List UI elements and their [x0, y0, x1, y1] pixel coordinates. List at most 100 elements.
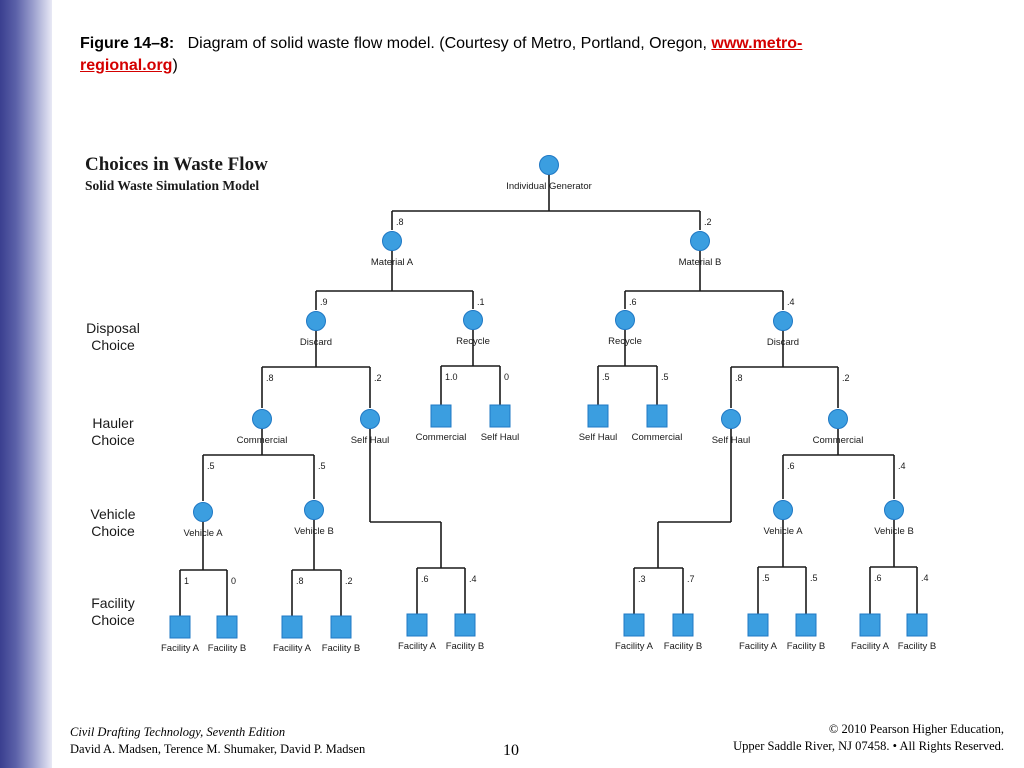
decision-node-circle — [690, 231, 710, 251]
probability-label: .5 — [602, 372, 610, 382]
probability-label: .6 — [629, 297, 637, 307]
figure-caption: Figure 14–8: Diagram of solid waste flow… — [80, 33, 1000, 77]
probability-label: .4 — [898, 461, 906, 471]
node-label: Facility A — [615, 641, 654, 652]
decision-node-circle — [252, 409, 272, 429]
probability-label: .5 — [207, 461, 215, 471]
probability-label: .4 — [787, 297, 795, 307]
outcome-node-square — [330, 615, 352, 639]
decision-node-circle — [884, 500, 904, 520]
decision-node-circle — [828, 409, 848, 429]
side-gradient-band — [0, 0, 52, 768]
probability-label: .6 — [787, 461, 795, 471]
decision-node-circle — [463, 310, 483, 330]
probability-label: .1 — [477, 297, 485, 307]
probability-label: .5 — [762, 573, 770, 583]
node-label: Facility A — [161, 643, 200, 654]
caption-text: Diagram of solid waste flow model. (Cour… — [187, 35, 712, 52]
node-label: Commercial — [632, 432, 683, 443]
probability-label: .2 — [842, 373, 850, 383]
decision-node-circle — [773, 311, 793, 331]
node-label: Recycle — [608, 336, 642, 347]
outcome-node-square — [672, 613, 694, 637]
node-label: Commercial — [416, 432, 467, 443]
probability-label: .5 — [318, 461, 326, 471]
node-label: Commercial — [813, 435, 864, 446]
probability-label: .4 — [469, 574, 477, 584]
page-number: 10 — [503, 742, 519, 759]
outcome-node-square — [281, 615, 303, 639]
node-label: Facility A — [851, 641, 890, 652]
probability-label: .4 — [921, 573, 929, 583]
footer-right: © 2010 Pearson Higher Education, Upper S… — [733, 721, 1004, 755]
node-label: Facility B — [208, 643, 247, 654]
node-label: Facility A — [739, 641, 778, 652]
probability-label: .7 — [687, 574, 695, 584]
outcome-node-square — [406, 613, 428, 637]
figure-label: Figure 14–8: — [80, 35, 175, 52]
outcome-node-square — [859, 613, 881, 637]
outcome-node-square — [169, 615, 191, 639]
probability-label: .2 — [704, 217, 712, 227]
node-label: Facility B — [446, 641, 485, 652]
outcome-node-square — [795, 613, 817, 637]
node-label: Facility B — [787, 641, 826, 652]
probability-label: 1 — [184, 576, 189, 586]
probability-label: 0 — [504, 372, 509, 382]
node-label: Recycle — [456, 336, 490, 347]
node-label: Individual Generator — [506, 181, 592, 192]
node-label: Facility A — [273, 643, 312, 654]
outcome-node-square — [454, 613, 476, 637]
node-label: Self Haul — [481, 432, 520, 443]
book-title: Civil Drafting Technology, Seventh Editi… — [70, 725, 286, 739]
decision-node-circle — [721, 409, 741, 429]
decision-node-circle — [306, 311, 326, 331]
decision-node-circle — [304, 500, 324, 520]
probability-label: .3 — [638, 574, 646, 584]
node-label: Discard — [767, 337, 799, 348]
diagram-title: Choices in Waste Flow — [85, 154, 268, 175]
footer-left: Civil Drafting Technology, Seventh Editi… — [70, 724, 365, 758]
outcome-node-square — [216, 615, 238, 639]
decision-node-circle — [360, 409, 380, 429]
metro-link[interactable]: www.metro- — [711, 35, 803, 52]
node-label: Vehicle B — [294, 526, 334, 537]
copyright-line-1: © 2010 Pearson Higher Education, — [828, 722, 1004, 736]
node-label: Vehicle B — [874, 526, 914, 537]
node-label: Self Haul — [712, 435, 751, 446]
outcome-node-square — [587, 404, 609, 428]
node-label: Facility B — [322, 643, 361, 654]
node-label: Discard — [300, 337, 332, 348]
authors: David A. Madsen, Terence M. Shumaker, Da… — [70, 742, 366, 756]
probability-label: .2 — [374, 373, 382, 383]
node-label: Self Haul — [579, 432, 618, 443]
node-label: Commercial — [237, 435, 288, 446]
probability-label: .8 — [396, 217, 404, 227]
node-label: Facility B — [898, 641, 937, 652]
decision-node-circle — [193, 502, 213, 522]
outcome-node-square — [906, 613, 928, 637]
probability-label: .2 — [345, 576, 353, 586]
probability-label: .6 — [874, 573, 882, 583]
probability-label: .6 — [421, 574, 429, 584]
node-label: Material B — [679, 257, 722, 268]
probability-label: .5 — [810, 573, 818, 583]
metro-link-continued[interactable]: regional.org — [80, 57, 173, 74]
probability-label: .5 — [661, 372, 669, 382]
probability-label: .9 — [320, 297, 328, 307]
caption-close: ) — [172, 57, 178, 74]
outcome-node-square — [646, 404, 668, 428]
decision-node-circle — [773, 500, 793, 520]
outcome-node-square — [430, 404, 452, 428]
node-label: Vehicle A — [183, 528, 223, 539]
probability-label: 0 — [231, 576, 236, 586]
outcome-node-square — [489, 404, 511, 428]
node-label: Vehicle A — [763, 526, 803, 537]
